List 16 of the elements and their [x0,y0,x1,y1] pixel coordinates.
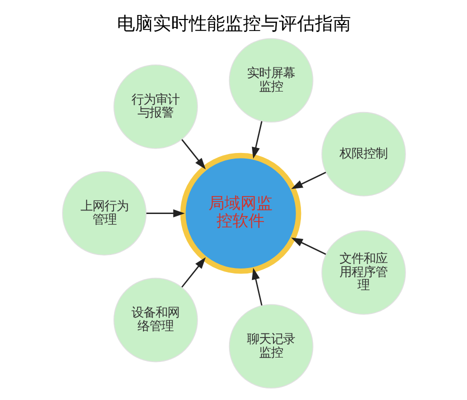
arrow [180,139,206,170]
diagram-title: 电脑实时性能监控与评估指南 [116,14,350,35]
node-circle: 聊天记录监控 [228,304,313,389]
arrow [290,172,326,190]
arrow [146,209,184,218]
arrow [290,238,326,255]
arrow [251,268,262,306]
node-circle: 上网行为管理 [62,171,146,256]
node-circle: 行为审计与报警 [112,64,198,149]
node-circle: 权限控制 [320,112,406,196]
node-circle: 设备和网络管理 [112,278,198,362]
node-circle: 文件和应用程序管理 [320,230,406,315]
node-circle: 实时屏幕监控 [228,38,313,123]
arrow [180,257,206,288]
arrow [251,121,262,159]
node-circle: 局域网监控软件 [180,152,301,274]
